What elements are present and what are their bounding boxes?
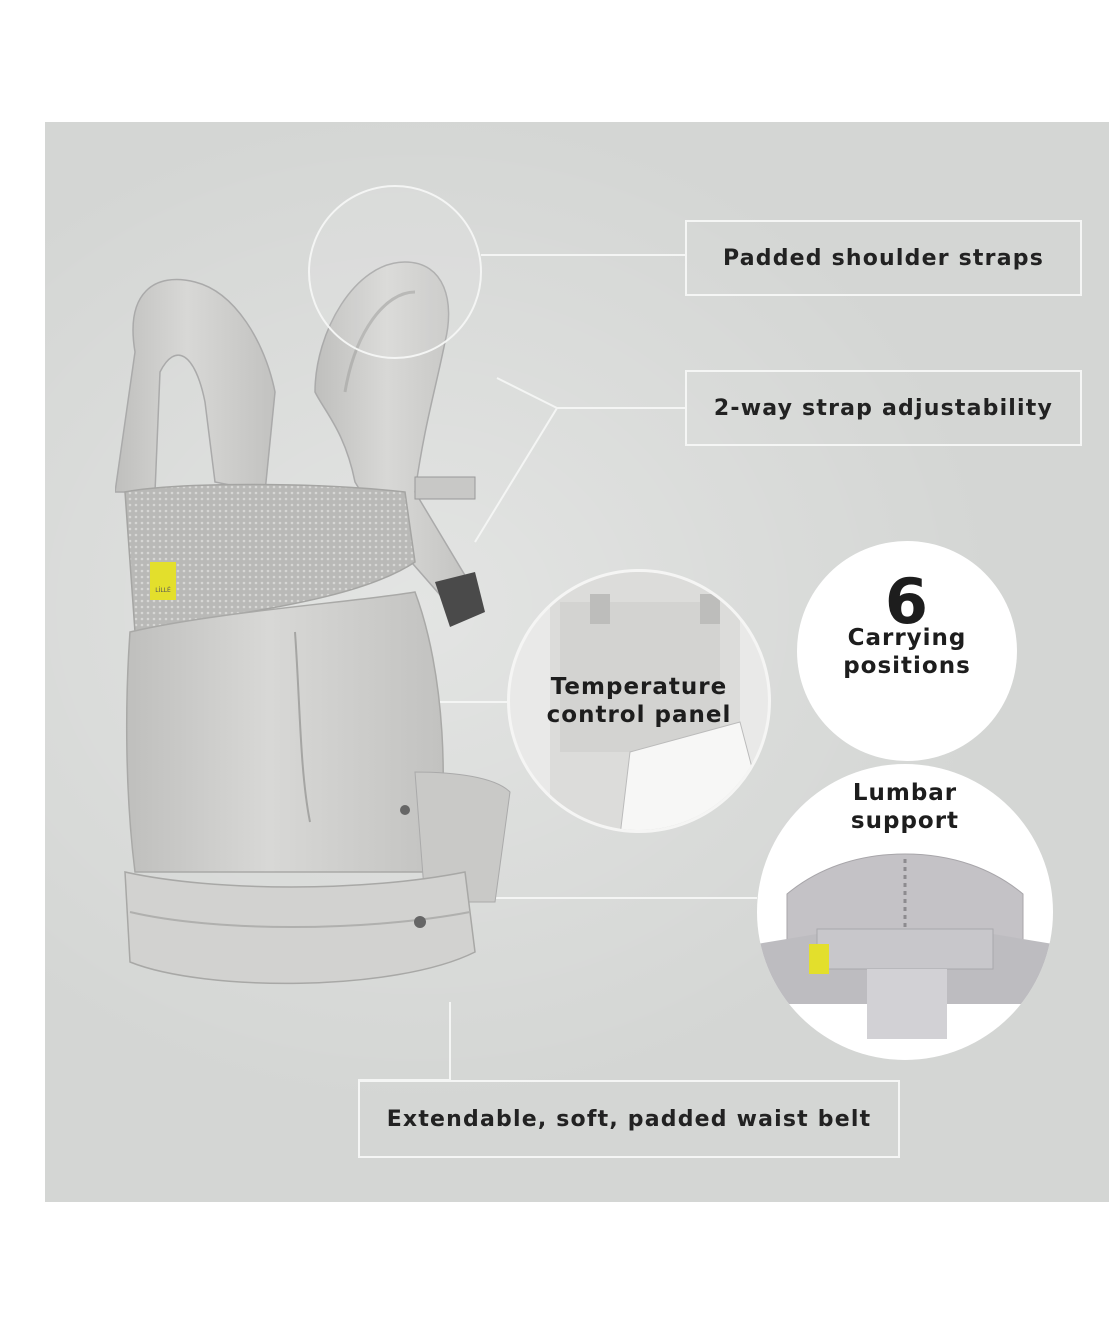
- carrying-positions-badge: [797, 541, 1017, 761]
- temperature-label-line1: Temperature: [550, 674, 728, 700]
- lumbar-label-line1: Lumbar: [852, 780, 958, 806]
- shoulder-highlight-circle: [308, 185, 482, 359]
- brand-tag: [150, 562, 176, 600]
- carrying-positions-line1: Carrying: [847, 625, 967, 651]
- brand-tag-text: LÍLLÉ: [155, 586, 171, 594]
- product-feature-panel: LÍLLÉ Padded shoulder straps 2-way strap…: [45, 122, 1109, 1202]
- baby-carrier-image: LÍLLÉ: [115, 261, 511, 985]
- temperature-panel-circle: [507, 569, 771, 833]
- lumbar-support-circle: [757, 764, 1053, 1060]
- temperature-panel-image: [550, 572, 768, 830]
- waist-belt-label: Extendable, soft, padded waist belt: [358, 1080, 900, 1158]
- lumbar-label-line2: support: [850, 808, 960, 834]
- strap-adjustability-label: 2-way strap adjustability: [685, 370, 1082, 446]
- lumbar-support-image: [757, 853, 1053, 1039]
- padded-shoulder-straps-label: Padded shoulder straps: [685, 220, 1082, 296]
- temperature-label-line2: control panel: [546, 702, 732, 728]
- carrying-positions-number: 6: [884, 565, 930, 638]
- carrying-positions-line2: positions: [843, 653, 971, 679]
